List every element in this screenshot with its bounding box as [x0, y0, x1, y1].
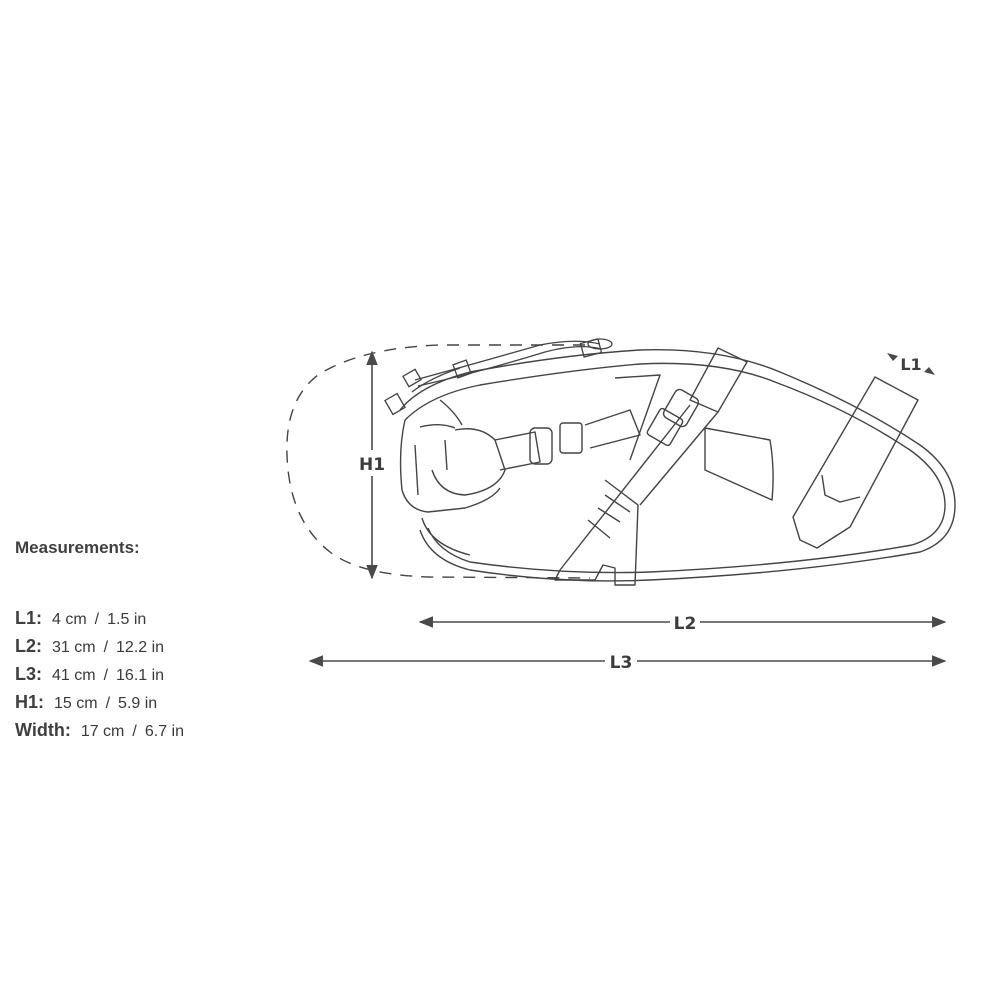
measurement-sep: / [132, 723, 137, 740]
measurement-row-l3: L3: 41 cm / 16.1 in [15, 660, 184, 688]
measurement-cm: 15 cm [54, 695, 98, 712]
expansion-outline-dashed [286, 344, 591, 579]
measurement-cm: 17 cm [80, 723, 125, 740]
measurement-in: 5.9 in [118, 695, 158, 712]
measurement-sep: / [103, 639, 109, 656]
side-strap-buckle [494, 374, 661, 471]
measurement-key: H1: [15, 692, 45, 712]
measurement-cm: 4 cm [52, 611, 87, 628]
measurement-in: 6.7 in [144, 723, 184, 740]
measurement-in: 12.2 in [116, 639, 165, 656]
l1-arrow-right-icon [924, 367, 935, 375]
h1-label: H1 [359, 455, 385, 475]
measurement-key: L3: [15, 664, 42, 684]
measurement-cm: 41 cm [52, 667, 96, 684]
l1-label: L1 [900, 355, 921, 374]
measurement-row-width: Width: 17 cm / 6.7 in [15, 716, 184, 744]
measurement-cm: 31 cm [52, 639, 96, 656]
bag-body [399, 348, 956, 582]
measurement-in: 16.1 in [116, 667, 165, 684]
measurement-key: L2: [15, 636, 42, 656]
measurement-sep: / [105, 695, 111, 712]
measurement-key: Width: [15, 720, 71, 740]
measurements-title: Measurements: [15, 538, 140, 557]
measurement-sep: / [94, 611, 100, 628]
measurement-sep: / [103, 667, 109, 684]
measurement-row-h1: H1: 15 cm / 5.9 in [15, 688, 184, 716]
measurement-key: L1: [15, 608, 42, 628]
measurement-row-l2: L2: 31 cm / 12.2 in [15, 632, 184, 660]
bungee-cord [384, 338, 613, 416]
l2-label: L2 [674, 614, 697, 634]
measurements-panel: Measurements: L1: 4 cm / 1.5 in L2: 31 cm / 12… [15, 538, 184, 744]
l1-arrow-left-icon [887, 353, 898, 361]
measurement-in: 1.5 in [107, 611, 147, 628]
seatpost-strap [554, 347, 774, 586]
measurement-row-l1: L1: 4 cm / 1.5 in [15, 604, 184, 632]
l3-label: L3 [610, 653, 633, 673]
saddle-rail-strap [792, 376, 919, 549]
